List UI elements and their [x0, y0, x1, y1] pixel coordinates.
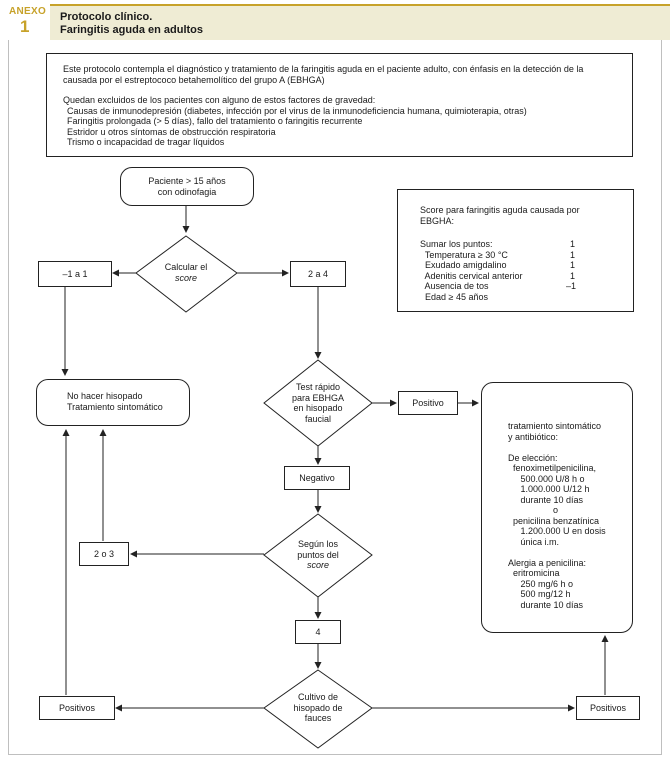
intro-paragraph: Este protocolo contempla el diagnóstico …: [63, 64, 584, 85]
patient-box: Paciente > 15 años con odinofagia: [120, 167, 254, 206]
range-mid-box: 2 a 4: [290, 261, 346, 287]
cuatro-box: 4: [295, 620, 341, 644]
positivo-box: Positivo: [398, 391, 458, 415]
decision-calcular-score: [135, 235, 238, 313]
no-hisopado-box: No hacer hisopado Tratamiento sintomátic…: [36, 379, 190, 426]
annex-label: ANEXO 1: [0, 0, 48, 42]
decision-segun-score: [263, 513, 373, 598]
score-row: Ausencia de tos–1: [420, 281, 577, 291]
diagram-frame: [8, 40, 662, 755]
score-row: Edad ≥ 45 años: [420, 291, 488, 302]
score-row: Sumar los puntos:1: [420, 239, 576, 249]
decision-test-rapido: [263, 359, 373, 447]
page-subtitle: Faringitis aguda en adultos: [60, 24, 204, 36]
page-title: Protocolo clínico.: [60, 11, 153, 23]
exclusion-item: Trismo o incapacidad de tragar líquidos: [67, 137, 225, 147]
score-box: Score para faringitis aguda causada por …: [397, 189, 634, 312]
exclusion-heading: Quedan excluidos de los pacientes con al…: [63, 95, 376, 105]
title-bar: Protocolo clínico. Faringitis aguda en a…: [50, 4, 670, 40]
calcular-score-label: Calcular el score: [164, 262, 208, 283]
range-low-box: –1 a 1: [38, 261, 112, 287]
segun-score-label: Según los puntos del score: [297, 539, 339, 570]
score-title: Score para faringitis aguda causada por …: [420, 205, 580, 226]
header: ANEXO 1 Protocolo clínico. Faringitis ag…: [0, 0, 670, 42]
treatment-box: tratamiento sintomático y antibiótico: D…: [481, 382, 633, 633]
positivos-right-box: Positivos: [576, 696, 640, 720]
exclusion-item: Estridor u otros síntomas de obstrucción…: [67, 126, 276, 137]
negativo-box: Negativo: [284, 466, 350, 490]
annex-number: 1: [20, 17, 30, 36]
test-rapido-label: Test rápido para EBHGA en hisopado fauci…: [291, 382, 345, 424]
intro-box: Este protocolo contempla el diagnóstico …: [46, 53, 633, 157]
dos-tres-box: 2 o 3: [79, 542, 129, 566]
exclusion-item: Causas de inmunodepresión (diabetes, inf…: [67, 105, 527, 116]
decision-cultivo: [263, 669, 373, 749]
positivos-left-box: Positivos: [39, 696, 115, 720]
exclusion-item: Faringitis prolongada (> 5 días), fallo …: [67, 116, 363, 126]
annex-word: ANEXO: [9, 6, 47, 17]
cultivo-label: Cultivo de hisopado de fauces: [293, 692, 343, 723]
